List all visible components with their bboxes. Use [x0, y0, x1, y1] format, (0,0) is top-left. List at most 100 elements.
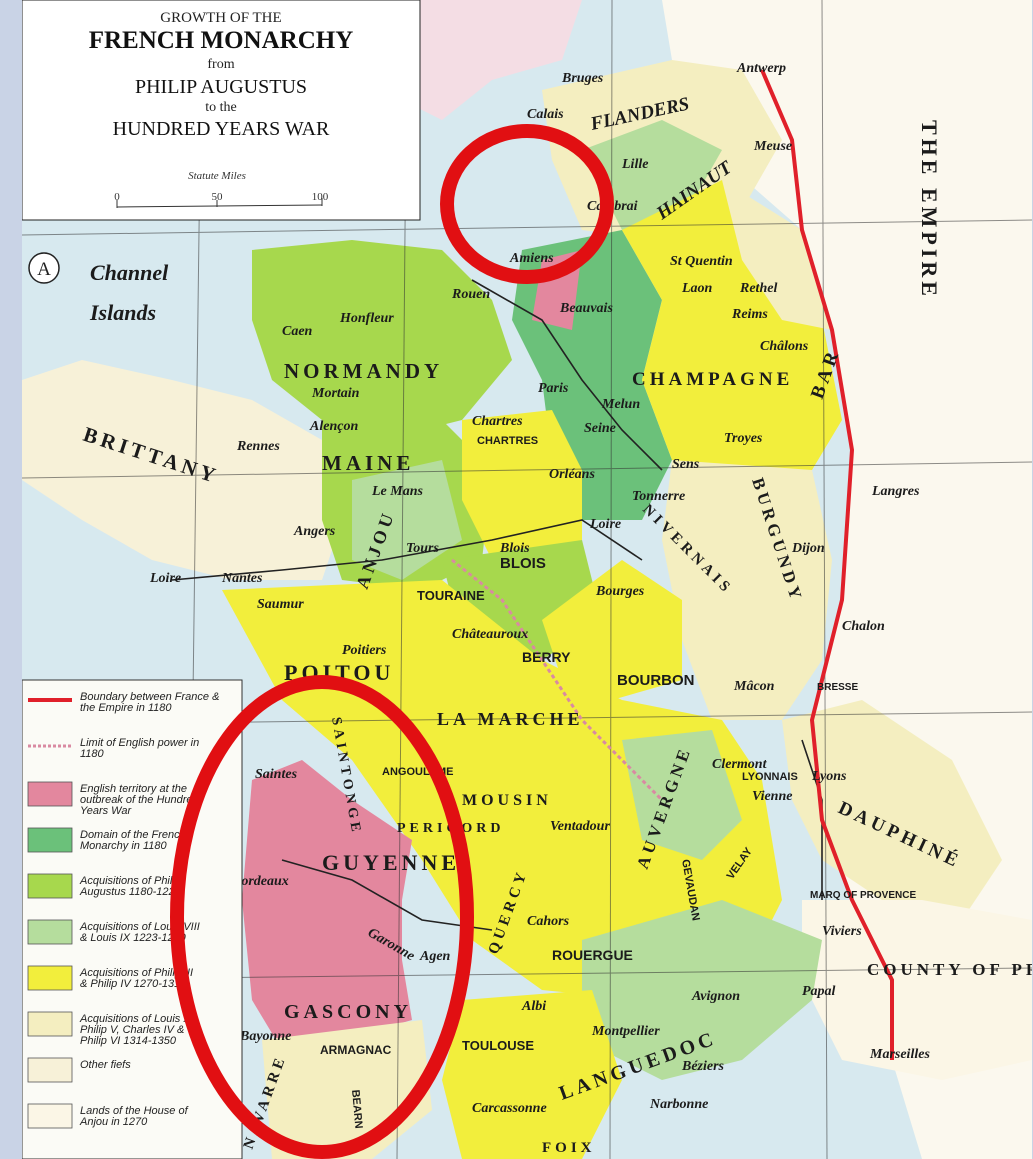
bar-area — [722, 180, 832, 330]
english-territory-area — [242, 760, 412, 1050]
legend-swatch-7 — [27, 1011, 73, 1037]
label-perigord: PERIGORD — [397, 821, 504, 836]
legend-swatch-5 — [27, 919, 73, 945]
city-melun: Melun — [601, 397, 640, 412]
city-calais: Calais — [527, 107, 564, 122]
rivers — [171, 279, 823, 931]
title-line2: FRENCH MONARCHY — [89, 27, 354, 54]
legend-label-8: Other fiefs — [80, 1059, 131, 1071]
legend-label-6: Acquisitions of Philip III& Philip IV 12… — [79, 967, 193, 990]
city-papal: Papal — [802, 984, 836, 999]
label-limousin: MOUSIN — [462, 792, 552, 809]
scale-label: Statute Miles — [188, 170, 246, 182]
city-paris: Paris — [538, 381, 569, 396]
city-bordeaux: Bordeaux — [231, 874, 289, 889]
legend-swatch-9 — [27, 1103, 73, 1129]
city-ventadour: Ventadour — [550, 819, 610, 834]
city-bourges: Bourges — [595, 584, 645, 599]
english-limit-line — [451, 558, 664, 802]
label-champagne: CHAMPAGNE — [632, 369, 793, 390]
label-berry: BERRY — [522, 649, 571, 665]
city-alencon: Alençon — [309, 419, 358, 434]
label-maine: MAINE — [322, 451, 414, 475]
languedoc-area — [582, 900, 822, 1080]
city-chalon: Chalon — [842, 619, 885, 634]
city-montpellier: Montpellier — [591, 1024, 660, 1039]
city-dijon: Dijon — [791, 541, 825, 556]
title-line6: HUNDRED YEARS WAR — [113, 118, 330, 140]
city-rennes: Rennes — [236, 439, 280, 454]
city-amiens: Amiens — [509, 251, 554, 266]
city-le-mans: Le Mans — [371, 484, 424, 499]
city-reims: Reims — [731, 307, 768, 322]
city-chateauroux: Châteauroux — [452, 627, 528, 642]
city-antwerp: Antwerp — [736, 61, 786, 76]
city-langres: Langres — [871, 484, 920, 499]
city-angers: Angers — [293, 524, 336, 539]
city-mortain: Mortain — [311, 386, 360, 401]
burgundy-area — [662, 460, 832, 720]
label-bourbon: BOURBON — [617, 672, 695, 689]
legend-swatch-4 — [27, 873, 73, 899]
city-rouen: Rouen — [451, 287, 490, 302]
label-normandy: NORMANDY — [284, 359, 443, 383]
city-clermont: Clermont — [712, 757, 768, 772]
label-gascony: GASCONY — [284, 1001, 412, 1023]
chartres-area — [462, 410, 582, 560]
city-cahors: Cahors — [527, 914, 570, 929]
city-bayonne: Bayonne — [239, 1029, 291, 1044]
label-chartres: CHARTRES — [477, 435, 538, 447]
city-vienne: Vienne — [752, 789, 792, 804]
title-line4: PHILIP AUGUSTUS — [135, 76, 307, 98]
city-lille: Lille — [621, 157, 648, 172]
panel-letter: A — [37, 259, 51, 280]
provence-area — [802, 900, 1032, 1080]
city-beziers: Béziers — [681, 1059, 725, 1074]
auvergne-area — [622, 730, 742, 860]
city-albi: Albi — [521, 999, 546, 1014]
legend-box — [22, 679, 243, 1159]
city-troyes: Troyes — [724, 431, 763, 446]
scale-tick-100: 100 — [312, 191, 329, 203]
label-blois: BLOIS — [500, 555, 546, 572]
city-sens: Sens — [672, 457, 700, 472]
label-channel-islands-1: Channel — [90, 260, 169, 285]
label-la-marche: LA MARCHE — [437, 709, 584, 729]
label-marq-provence: MARQ OF PROVENCE — [810, 890, 916, 901]
title-box — [22, 0, 421, 221]
city-agen: Agen — [419, 949, 451, 964]
scale-bar — [116, 198, 323, 208]
map-canvas: GROWTH OF THE FRENCH MONARCHY from PHILI… — [22, 0, 1032, 1159]
city-caen: Caen — [282, 324, 313, 339]
berry-area — [542, 560, 682, 700]
city-blois: Blois — [499, 541, 530, 556]
normandy-area — [252, 240, 512, 440]
city-marseilles: Marseilles — [869, 1047, 930, 1062]
city-laon: Laon — [681, 281, 713, 296]
city-narbonne: Narbonne — [649, 1097, 708, 1112]
title-line5: to the — [205, 100, 237, 115]
city-chalons: Châlons — [760, 339, 809, 354]
legend-label-5: Acquisitions of Louis VIII& Louis IX 122… — [79, 921, 200, 944]
label-bearn: BEARN — [349, 1089, 364, 1129]
label-channel-islands-2: Islands — [89, 300, 156, 325]
legend: Boundary between France &the Empire in 1… — [27, 691, 219, 1129]
highlight-circle-north — [440, 124, 614, 284]
label-foix: FOIX — [542, 1140, 596, 1156]
label-touraine: TOURAINE — [417, 588, 485, 603]
city-carcassonne: Carcassonne — [472, 1101, 547, 1116]
city-st-quentin: St Quentin — [670, 254, 733, 269]
city-poitiers: Poitiers — [342, 643, 387, 658]
label-lyonnais: LYONNAIS — [742, 771, 798, 783]
label-guyenne: GUYENNE — [322, 850, 460, 875]
highlight-circle-southwest — [170, 675, 474, 1159]
city-loire-lower: Loire — [149, 571, 181, 586]
label-toulouse: TOULOUSE — [462, 1038, 534, 1053]
city-avignon: Avignon — [691, 989, 740, 1004]
empire-boundary-line — [760, 69, 894, 1060]
